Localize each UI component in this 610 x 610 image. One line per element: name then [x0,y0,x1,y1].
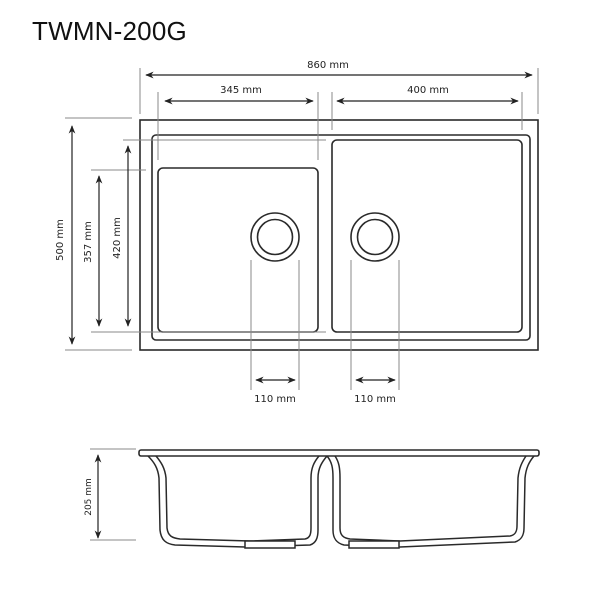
dim-label-860: 860 mm [307,60,349,71]
right-drain-icon [350,212,400,262]
side-view: 205 mm [84,448,540,549]
left-bowl-profile [147,455,328,549]
left-drain-icon [250,212,300,262]
sink-outer-outline [139,119,539,351]
extension-lines-left [65,117,326,351]
left-bowl-outline [157,167,319,333]
dim-label-400: 400 mm [407,85,449,96]
dim-label-345: 345 mm [220,85,262,96]
extension-lines-top [139,68,539,160]
dim-label-205: 205 mm [84,478,94,516]
sink-rim-slab [138,449,540,457]
dim-label-357: 357 mm [83,221,94,263]
drain-extension-lines [250,260,400,390]
side-extension-lines [90,448,136,541]
dim-label-left-drain-110: 110 mm [254,394,296,405]
dim-label-420: 420 mm [112,217,123,259]
top-view: 860 mm 345 mm 400 mm 500 mm 357 mm 420 m… [55,60,539,405]
sink-inner-rim [151,134,531,341]
right-bowl-profile [326,455,535,549]
dim-label-right-drain-110: 110 mm [354,394,396,405]
dim-label-500: 500 mm [55,219,66,261]
model-title: TWMN-200G [32,16,187,46]
right-bowl-outline [331,139,523,333]
